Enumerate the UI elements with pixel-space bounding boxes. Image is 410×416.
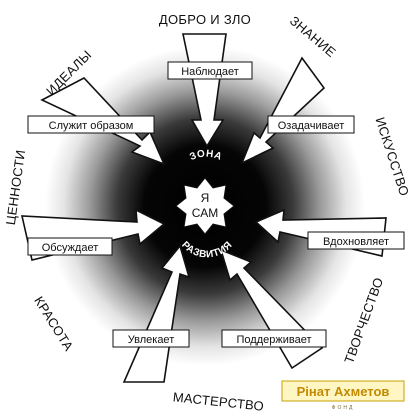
category-mastery: МАСТЕРСТВО (172, 389, 265, 413)
label-box-serves-as-model (27, 115, 155, 134)
arrow-knowledge (240, 56, 326, 165)
label-supports: Поддерживает (237, 334, 312, 346)
label-puzzles: Озадачивает (278, 120, 345, 132)
label-box-puzzles (267, 115, 355, 134)
label-discusses: Обсуждает (42, 242, 99, 254)
self-label-line1: Я (201, 191, 210, 205)
category-good-evil: ДОБРО И ЗЛО (159, 12, 251, 27)
category-values: ЦЕННОСТИ (3, 149, 28, 226)
label-box-inspires (307, 231, 405, 250)
category-beauty: КРАСОТА (31, 294, 76, 354)
label-observes: Наблюдает (181, 66, 239, 78)
label-box-discusses (27, 237, 113, 256)
category-art: ИСКУССТВО (372, 115, 410, 198)
logo-sub: ФОНД (332, 405, 355, 411)
label-serves-as-model: Служит образом (49, 120, 134, 132)
label-box-fascinates (112, 329, 190, 348)
foundation-logo: Рінат Ахметов ФОНД (281, 380, 405, 411)
self-label-line2: САМ (192, 206, 218, 220)
label-fascinates: Увлекает (128, 334, 174, 346)
label-box-observes (167, 61, 253, 80)
label-inspires: Вдохновляет (323, 236, 389, 248)
category-knowledge: ЗНАНИЕ (287, 13, 339, 60)
label-box-supports (221, 329, 327, 348)
arrow-mastery (122, 244, 191, 383)
category-creativity: ТВОРЧЕСТВО (341, 275, 386, 365)
logo-name: Рінат Ахметов (297, 384, 390, 399)
self-starburst (175, 177, 235, 235)
